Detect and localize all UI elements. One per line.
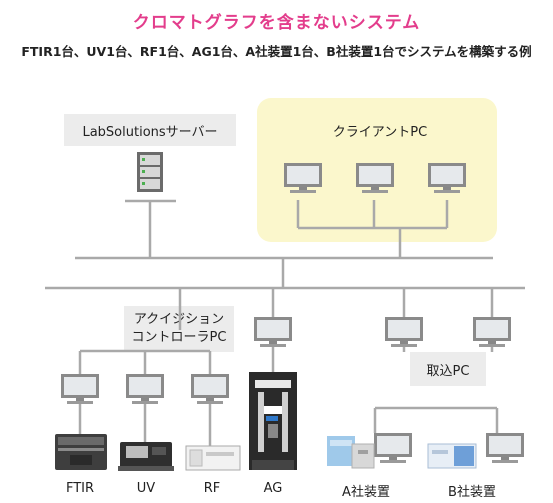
device-label-uv: UV — [136, 481, 156, 496]
a-device-pc-monitor-icon — [374, 433, 412, 463]
rf-instrument-icon — [185, 445, 241, 471]
ftir-instrument-icon — [55, 434, 107, 470]
device-label-a-company: A社装置 — [342, 485, 390, 500]
server-label: LabSolutionsサーバー — [64, 114, 236, 146]
device-label-rf: RF — [203, 481, 221, 496]
ag-instrument-icon — [249, 372, 297, 470]
client-pc-monitor-icon — [428, 163, 466, 193]
ftir-pc-monitor-icon — [61, 374, 99, 404]
diagram-title: クロマトグラフを含まないシステム — [132, 13, 421, 33]
b-device-pc-monitor-icon — [486, 433, 524, 463]
device-label-ftir: FTIR — [65, 481, 95, 496]
rf-pc-monitor-icon — [191, 374, 229, 404]
ag-pc-monitor-icon — [254, 317, 292, 347]
uv-instrument-icon — [118, 442, 174, 471]
capture-pc-monitor-icon — [473, 317, 511, 347]
diagram-subtitle: FTIR1台、UV1台、RF1台、AG1台、A社装置1台、B社装置1台でシステム… — [21, 44, 532, 59]
a-company-instrument-icon — [327, 436, 375, 469]
acquisition-label-line2: コントローラPC — [131, 330, 227, 345]
device-label-b-company: B社装置 — [448, 485, 496, 500]
device-label-ag: AG — [263, 481, 283, 496]
capture-pc-label: 取込PC — [410, 352, 486, 386]
client-pc-monitor-icon — [284, 163, 322, 193]
capture-pc-monitor-icon — [385, 317, 423, 347]
b-company-instrument-icon — [427, 443, 477, 469]
client-pc-monitor-icon — [356, 163, 394, 193]
client-pc-label: クライアントPC — [332, 124, 428, 140]
uv-pc-monitor-icon — [126, 374, 164, 404]
server-icon — [137, 152, 163, 192]
